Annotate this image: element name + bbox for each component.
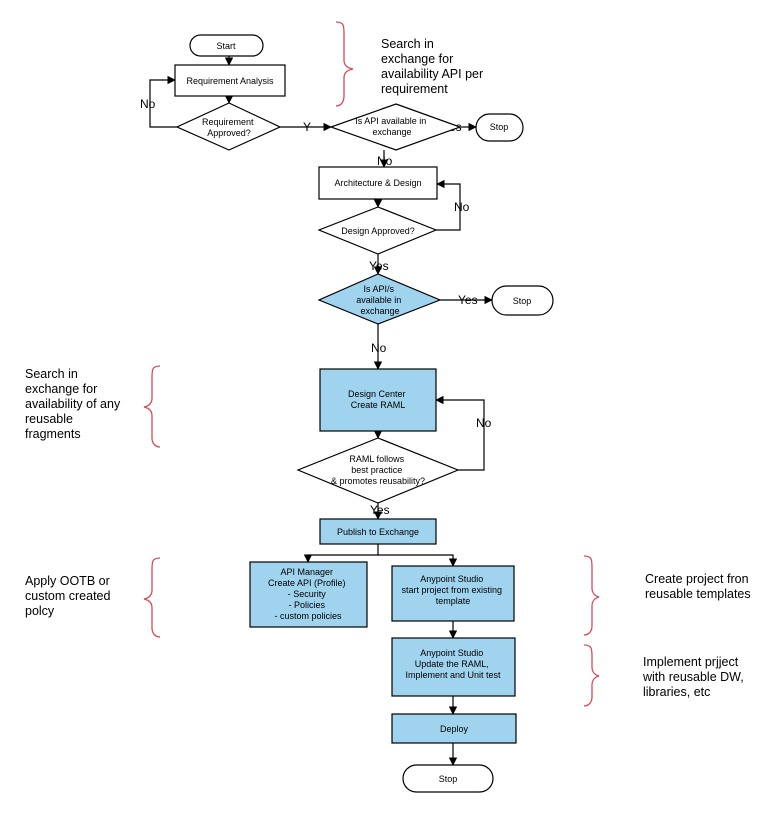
annotation-line: with reusable DW, <box>642 670 744 684</box>
anypoint-studio-implement-box <box>391 637 516 697</box>
edge-label-yes: Yes <box>369 259 389 273</box>
requirement-approved-line: Requirement <box>202 117 254 127</box>
deploy-label: Deploy <box>440 724 469 734</box>
apis-available-line: available in <box>356 295 401 305</box>
apis-available-label: Is API/s available in exchange <box>356 284 404 316</box>
stop-label: Stop <box>513 296 532 306</box>
edge-no-design-loop <box>436 179 461 231</box>
anypoint-studio-start-line: template <box>436 596 471 606</box>
annotation-create-project: Create project fron reusable templates <box>645 572 752 601</box>
annotation-line: custom created <box>25 589 111 603</box>
anypoint-studio-implement-line: Anypoint Studio <box>420 648 483 658</box>
requirement-approved-decision <box>175 102 282 151</box>
edge-label-no: No <box>371 341 387 355</box>
api-manager-box <box>249 561 368 628</box>
apis-available-decision <box>317 273 442 325</box>
stop-terminal-mid <box>491 285 554 316</box>
start-terminal <box>189 34 264 57</box>
anypoint-studio-implement-line: Implement and Unit test <box>405 670 501 680</box>
start-label: Start <box>216 41 236 51</box>
edge-no-req-loop <box>149 75 177 128</box>
api-manager-line: - Security <box>288 589 327 599</box>
stop-terminal-end <box>402 764 494 793</box>
annotation-line: Search in <box>381 37 434 51</box>
api-manager-label: API Manager Create API (Profile) - Secur… <box>268 567 348 621</box>
design-approved-label: Design Approved? <box>341 226 415 236</box>
requirement-approved-label: Requirement Approved? <box>202 117 256 138</box>
edge-label-no: No <box>377 154 393 168</box>
api-manager-line: API Manager <box>280 567 333 577</box>
raml-best-practice-line: RAML follows <box>349 454 404 464</box>
brace-apply-policy <box>143 557 161 638</box>
annotation-line: exchange for <box>25 382 97 396</box>
annotation-search-api: Search in exchange for availability API … <box>381 37 487 96</box>
anypoint-studio-implement-label: Anypoint Studio Update the RAML, Impleme… <box>405 648 501 680</box>
annotation-search-fragments: Search in exchange for availability of a… <box>25 367 124 441</box>
api-available-line: exchange <box>372 127 411 137</box>
annotation-implement-project: Implement prjject with reusable DW, libr… <box>642 655 747 699</box>
annotation-line: Create project fron <box>645 572 749 586</box>
annotation-line: fragments <box>25 427 81 441</box>
requirement-analysis-box <box>174 64 286 97</box>
api-available-decision <box>329 103 462 151</box>
architecture-design-box <box>318 166 438 200</box>
api-available-label: Is API available in exchange <box>355 116 429 137</box>
api-manager-line: Create API (Profile) <box>268 578 346 588</box>
brace-implement-project <box>583 644 600 707</box>
edge-label-y: Y <box>303 120 311 134</box>
publish-to-exchange-label: Publish to Exchange <box>337 527 419 537</box>
annotation-line: availability API per <box>381 67 483 81</box>
annotation-line: Implement prjject <box>643 655 739 669</box>
design-center-line: Create RAML <box>351 400 406 410</box>
annotation-line: Apply OOTB or <box>25 574 110 588</box>
api-manager-line: - custom policies <box>274 611 342 621</box>
deploy-box <box>391 713 517 744</box>
annotation-line: reusable <box>25 412 73 426</box>
anypoint-studio-implement-line: Update the RAML, <box>415 659 489 669</box>
design-approved-decision <box>317 206 438 255</box>
raml-best-practice-label: RAML follows best practice & promotes re… <box>331 454 425 486</box>
anypoint-studio-start-box <box>391 565 515 622</box>
raml-best-practice-line: & promotes reusability? <box>331 476 425 486</box>
edge-no-raml-loop <box>435 395 485 471</box>
design-center-line: Design Center <box>348 389 406 399</box>
requirement-approved-line: Approved? <box>207 128 251 138</box>
brace-search-api <box>335 21 354 107</box>
apis-available-line: exchange <box>360 306 399 316</box>
brace-create-project <box>583 555 600 636</box>
edge-publish-to-studio <box>378 554 458 567</box>
apis-available-line: Is API/s <box>363 284 394 294</box>
stop-terminal-top <box>475 113 524 142</box>
publish-to-exchange-box <box>319 518 437 545</box>
annotation-line: exchange for <box>381 52 453 66</box>
anypoint-studio-start-label: Anypoint Studio start project from exist… <box>401 574 504 606</box>
edge-label-no: No <box>454 200 470 214</box>
api-manager-line: - Policies <box>288 600 325 610</box>
annotation-line: Search in <box>25 367 78 381</box>
edge-label-no: No <box>140 97 156 111</box>
design-center-label: Design Center Create RAML <box>348 389 408 410</box>
raml-best-practice-line: best practice <box>351 465 402 475</box>
annotation-line: reusable templates <box>645 587 751 601</box>
raml-best-practice-decision <box>296 437 460 504</box>
annotation-line: requirement <box>381 82 448 96</box>
anypoint-studio-start-line: Anypoint Studio <box>420 574 483 584</box>
stop-label: Stop <box>490 122 509 132</box>
annotation-apply-policy: Apply OOTB or custom created polcy <box>25 574 114 618</box>
architecture-design-label: Architecture & Design <box>334 178 421 188</box>
annotation-line: libraries, etc <box>643 685 710 699</box>
design-center-box <box>319 368 437 432</box>
api-available-line: Is API available in <box>355 116 426 126</box>
annotation-line: polcy <box>25 604 55 618</box>
anypoint-studio-start-line: start project from existing <box>401 585 502 595</box>
edge-label-no: No <box>476 416 492 430</box>
stop-label: Stop <box>439 774 458 784</box>
requirement-analysis-label: Requirement Analysis <box>186 76 274 86</box>
edge-label-yes: Yes <box>370 503 390 517</box>
brace-search-fragments <box>143 365 161 448</box>
edge-publish-to-apimanager <box>303 544 379 563</box>
edge-label-yes: Yes <box>458 293 478 307</box>
annotation-line: availability of any <box>25 397 121 411</box>
